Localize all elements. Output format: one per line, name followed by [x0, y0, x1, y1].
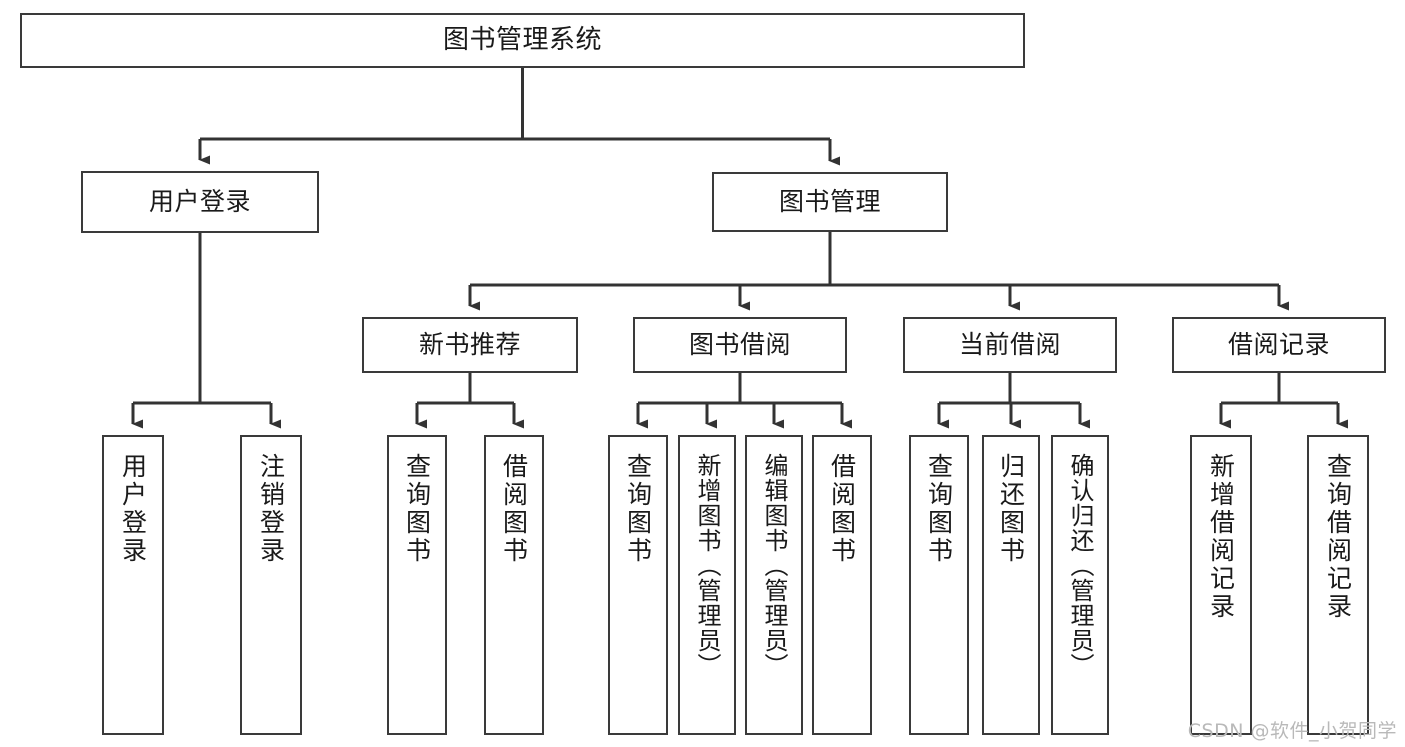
- node-label: 注销登录: [256, 453, 286, 565]
- node-l-borrow2[interactable]: 借阅图书: [812, 435, 872, 735]
- node-label: 查询图书: [402, 453, 432, 565]
- node-label: 图书管理系统: [442, 25, 602, 56]
- node-l-borrow1[interactable]: 借阅图书: [484, 435, 544, 735]
- node-bookmgmt[interactable]: 图书管理: [712, 172, 948, 232]
- node-l-addrec[interactable]: 新增借阅记录: [1190, 435, 1252, 735]
- node-l-logout[interactable]: 注销登录: [240, 435, 302, 735]
- node-label: 借阅图书: [827, 453, 857, 565]
- node-label: 用户登录: [118, 453, 148, 565]
- node-records[interactable]: 借阅记录: [1172, 317, 1386, 373]
- node-label: 编辑图书（管理员）: [760, 453, 788, 678]
- node-borrow[interactable]: 图书借阅: [633, 317, 847, 373]
- node-l-query2[interactable]: 查询图书: [608, 435, 668, 735]
- node-l-queryrec[interactable]: 查询借阅记录: [1307, 435, 1369, 735]
- node-l-return[interactable]: 归还图书: [982, 435, 1040, 735]
- node-label: 当前借阅: [958, 330, 1061, 360]
- node-label: 查询图书: [623, 453, 653, 565]
- node-l-add[interactable]: 新增图书（管理员）: [678, 435, 736, 735]
- node-l-query1[interactable]: 查询图书: [387, 435, 447, 735]
- node-label: 新书推荐: [418, 330, 521, 360]
- node-label: 图书管理: [778, 187, 881, 217]
- node-label: 确认归还（管理员）: [1066, 453, 1094, 678]
- node-label: 查询借阅记录: [1323, 453, 1353, 621]
- node-label: 查询图书: [924, 453, 954, 565]
- node-l-query3[interactable]: 查询图书: [909, 435, 969, 735]
- node-label: 归还图书: [996, 453, 1026, 565]
- node-root[interactable]: 图书管理系统: [20, 13, 1025, 68]
- node-label: 借阅图书: [499, 453, 529, 565]
- node-l-edit[interactable]: 编辑图书（管理员）: [745, 435, 803, 735]
- watermark: CSDN @软件_小贺同学: [1187, 720, 1397, 742]
- node-l-login[interactable]: 用户登录: [102, 435, 164, 735]
- node-current[interactable]: 当前借阅: [903, 317, 1117, 373]
- node-login[interactable]: 用户登录: [81, 171, 319, 233]
- node-label: 用户登录: [148, 187, 251, 217]
- node-label: 借阅记录: [1227, 330, 1330, 360]
- node-label: 新增图书（管理员）: [693, 453, 721, 678]
- node-newbook[interactable]: 新书推荐: [362, 317, 578, 373]
- node-label: 新增借阅记录: [1206, 453, 1236, 621]
- node-label: 图书借阅: [688, 330, 791, 360]
- node-l-confirm[interactable]: 确认归还（管理员）: [1051, 435, 1109, 735]
